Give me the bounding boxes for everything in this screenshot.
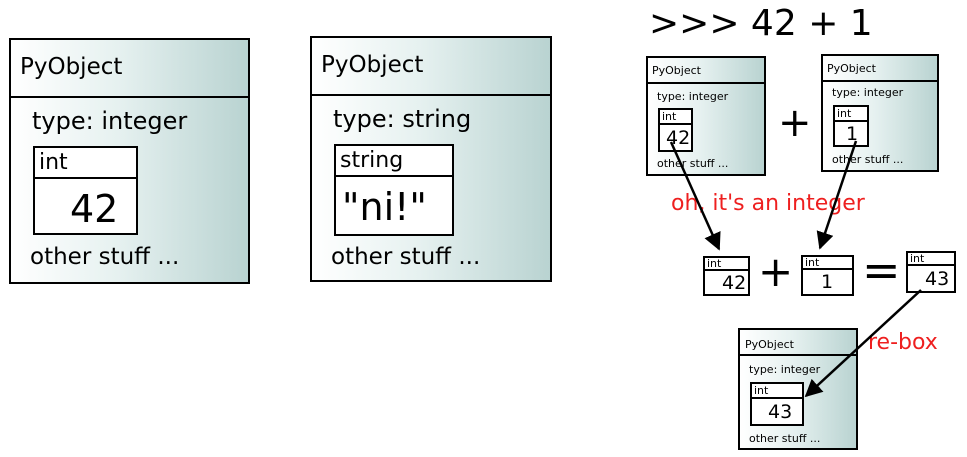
type-label: type: integer xyxy=(657,90,729,103)
value-box-tag: int xyxy=(752,384,802,399)
value-box-tag: int xyxy=(705,258,748,271)
right-operand-pyobject: PyObject type: integer int 1 other stuff… xyxy=(821,54,939,172)
result-pyobject: PyObject type: integer int 43 other stuf… xyxy=(738,328,858,450)
pyobject-header: PyObject xyxy=(740,330,856,356)
int-value-box: int 42 xyxy=(658,108,693,152)
other-stuff-label: other stuff ... xyxy=(30,244,180,270)
rebox-annotation: re-box xyxy=(868,330,938,355)
raw-int-42-box: int 42 xyxy=(703,256,750,296)
rebox-arrow xyxy=(804,289,922,398)
value-box-value: 1 xyxy=(846,123,859,145)
value-box-tag-label: int xyxy=(662,110,677,123)
plus-sign: + xyxy=(778,100,812,146)
value-box-value: 42 xyxy=(722,272,747,294)
pyobject-header: PyObject xyxy=(648,58,764,84)
pyobject-title: PyObject xyxy=(827,62,876,75)
value-box-tag: string xyxy=(336,146,452,177)
value-box-value: 43 xyxy=(925,268,950,290)
integer-pyobject: PyObject type: integer int 42 other stuf… xyxy=(9,38,250,284)
value-box-tag-label: int xyxy=(707,257,722,270)
pyobject-title: PyObject xyxy=(745,338,794,351)
value-box-tag: int xyxy=(35,148,136,179)
unbox-annotation: oh, it's an integer xyxy=(671,191,865,216)
string-pyobject: PyObject type: string string "ni!" other… xyxy=(310,36,552,282)
expression-prompt: >>> 42 + 1 xyxy=(649,3,873,44)
value-box-tag-label: int xyxy=(805,256,820,269)
pyobject-title: PyObject xyxy=(20,54,123,80)
pyobject-header: PyObject xyxy=(11,40,248,98)
type-label: type: integer xyxy=(32,107,188,135)
raw-int-43-box: int 43 xyxy=(906,251,956,293)
type-label: type: integer xyxy=(749,363,821,376)
pyobject-header: PyObject xyxy=(312,38,550,96)
other-stuff-label: other stuff ... xyxy=(832,153,904,166)
other-stuff-label: other stuff ... xyxy=(749,432,821,445)
raw-int-1-box: int 1 xyxy=(801,255,854,296)
type-label: type: string xyxy=(333,105,472,133)
other-stuff-label: other stuff ... xyxy=(331,244,481,270)
type-label: type: integer xyxy=(832,86,904,99)
raw-plus-sign: + xyxy=(758,247,794,296)
raw-equals-sign: = xyxy=(862,243,901,297)
value-box-tag-label: int xyxy=(837,107,852,120)
other-stuff-label: other stuff ... xyxy=(657,157,729,170)
int-value-box: int 42 xyxy=(33,146,138,235)
int-value-box: int 43 xyxy=(750,382,804,426)
value-box-tag-label: int xyxy=(910,252,925,265)
unbox-right-arrow xyxy=(816,140,858,250)
value-box-value: 1 xyxy=(821,271,834,293)
value-box-value: 43 xyxy=(768,401,793,423)
int-value-box: int 1 xyxy=(833,105,869,147)
value-box-value: "ni!" xyxy=(342,185,427,229)
value-box-tag: int xyxy=(908,253,954,266)
value-box-value: 42 xyxy=(70,187,119,231)
left-operand-pyobject: PyObject type: integer int 42 other stuf… xyxy=(646,56,766,176)
value-box-tag-label: int xyxy=(754,384,769,397)
unbox-left-arrow xyxy=(669,141,721,251)
pyobject-title: PyObject xyxy=(321,52,424,78)
pyobject-header: PyObject xyxy=(823,56,937,82)
string-value-box: string "ni!" xyxy=(334,144,454,236)
value-box-tag: int xyxy=(803,257,852,270)
pyobject-title: PyObject xyxy=(652,64,701,77)
value-box-tag: int xyxy=(835,107,867,122)
value-box-tag: int xyxy=(660,110,691,125)
value-box-tag-label: string xyxy=(340,148,404,173)
value-box-tag-label: int xyxy=(39,150,68,175)
